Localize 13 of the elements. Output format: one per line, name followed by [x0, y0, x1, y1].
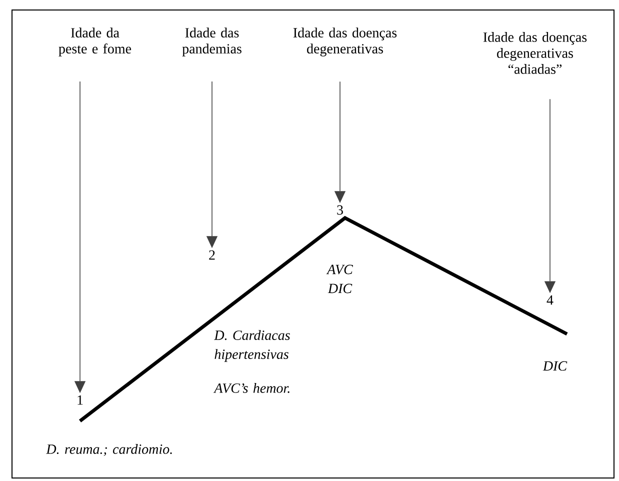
disease-label: AVC DIC [326, 264, 354, 294]
disease-label: D. Cardiacas hipertensivas [214, 330, 290, 362]
stage-number: 2 [209, 250, 215, 260]
heading: Idade da peste e fome [58, 28, 132, 56]
disease-label: AVC’s hemor. [213, 383, 290, 393]
stage-number: 4 [546, 295, 554, 305]
heading: Idade das doenças degenerativas “adiadas” [483, 32, 587, 74]
stage-number: 1 [78, 395, 83, 405]
heading: Idade das pandemias [182, 28, 242, 56]
disease-label: DIC [542, 361, 568, 371]
stage-number: 3 [337, 205, 343, 215]
disease-label: D. reuma.; cardiomio. [46, 444, 172, 456]
heading: Idade das doenças degenerativas [293, 28, 397, 56]
